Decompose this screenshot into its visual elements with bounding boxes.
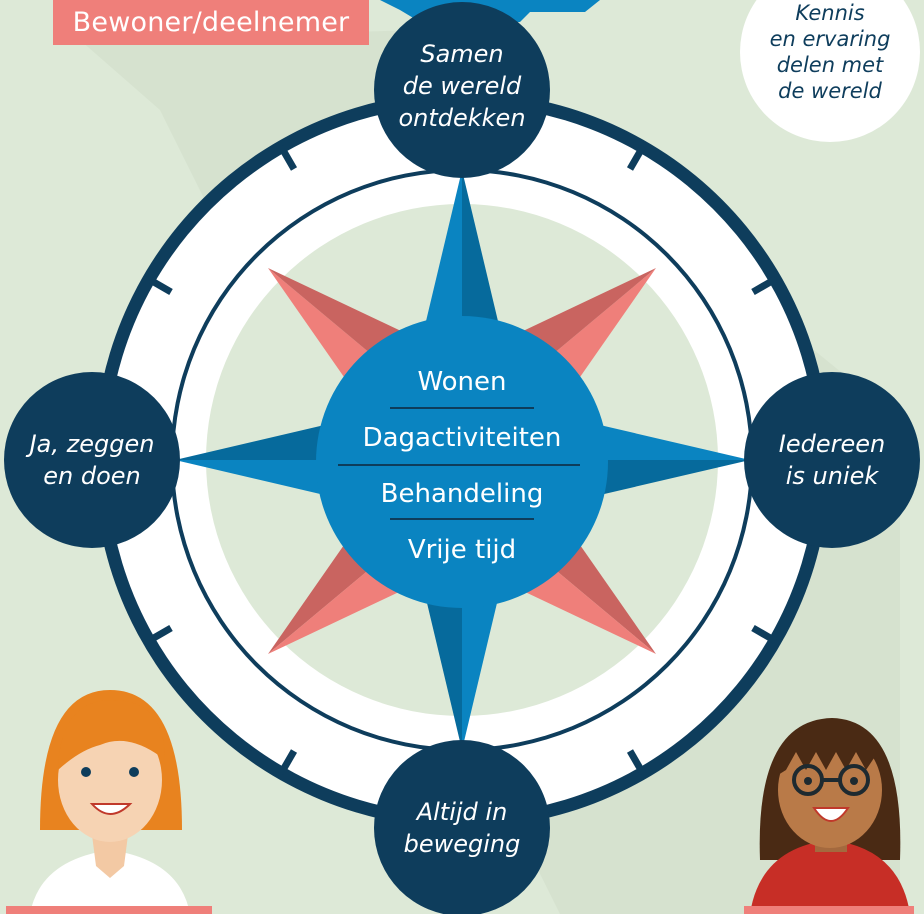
bubble-circle — [740, 0, 920, 142]
tick-mark — [146, 624, 173, 645]
cardinal-north: Samen de wereld ontdekken — [374, 2, 550, 178]
person-right-illustration — [744, 718, 914, 914]
left-eye-l — [81, 767, 91, 777]
north-line-2: de wereld — [403, 72, 522, 100]
tick-mark — [751, 624, 778, 645]
north-line-3: ontdekken — [398, 104, 525, 132]
right-label-strip — [744, 906, 914, 914]
center-item-4: Vrije tijd — [408, 535, 516, 565]
center-item-1: Wonen — [417, 367, 506, 397]
south-line-1: Altijd in — [415, 798, 508, 826]
west-line-1: Ja, zeggen — [26, 430, 155, 458]
left-neck — [92, 835, 128, 878]
tick-mark — [277, 749, 298, 776]
tick-mark — [626, 144, 647, 171]
top-left-label: Bewoner/deelnemer — [53, 0, 369, 45]
right-bangs — [778, 725, 884, 775]
center-item-2: Dagactiviteiten — [363, 423, 562, 453]
top-right-bubble: Kennis en ervaring delen met de wereld — [740, 0, 920, 142]
left-shirt — [30, 850, 190, 914]
person-left-illustration — [6, 690, 212, 914]
tick-mark — [146, 275, 173, 296]
tick-marks — [146, 144, 778, 776]
right-eye-l — [804, 777, 812, 785]
left-hair-front — [58, 700, 165, 770]
bubble-line-4: de wereld — [778, 79, 882, 103]
right-smile — [812, 807, 850, 822]
east-line-1: Iedereen — [779, 430, 885, 458]
tick-mark — [626, 749, 647, 776]
left-smile — [89, 803, 133, 815]
north-circle — [374, 2, 550, 178]
cardinal-east: Iedereen is uniek — [744, 372, 920, 548]
bubble-line-1: Kennis — [795, 1, 864, 25]
west-line-2: en doen — [43, 462, 141, 490]
right-shirt — [750, 840, 910, 914]
east-circle — [744, 372, 920, 548]
tick-mark — [277, 144, 298, 171]
south-circle — [374, 740, 550, 914]
center-hub — [316, 316, 608, 608]
center-item-3: Behandeling — [381, 479, 544, 509]
west-circle — [4, 372, 180, 548]
left-label-strip — [6, 906, 212, 914]
cardinal-west: Ja, zeggen en doen — [4, 372, 180, 548]
left-eye-r — [129, 767, 139, 777]
north-line-1: Samen — [420, 40, 503, 68]
cardinal-south: Altijd in beweging — [374, 740, 550, 914]
bubble-line-3: delen met — [777, 53, 884, 77]
south-line-2: beweging — [404, 830, 521, 858]
tick-mark — [751, 275, 778, 296]
right-eye-r — [850, 777, 858, 785]
bubble-line-2: en ervaring — [770, 27, 891, 51]
east-line-2: is uniek — [786, 462, 880, 490]
